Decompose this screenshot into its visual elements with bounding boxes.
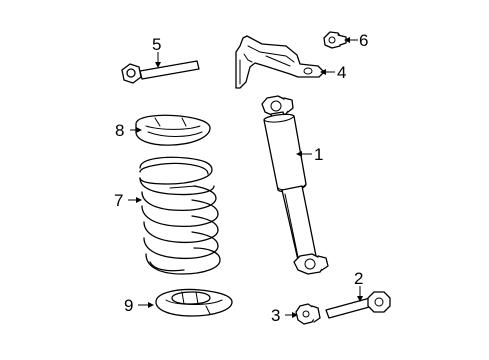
callout-9: 9 [124,296,133,315]
arrow-2 [357,296,363,302]
callout-4: 4 [337,63,346,82]
arrow-1 [296,151,302,157]
arrow-3 [292,312,298,318]
upper-bracket [235,35,325,89]
arrow-5 [155,62,161,68]
arrow-9 [148,302,154,308]
arrow-8 [136,127,142,133]
upper-bolt [121,60,200,84]
shock-absorber [261,95,329,275]
lower-bolt [325,291,391,319]
upper-nut [323,31,347,49]
callout-6: 6 [359,31,368,50]
arrow-7 [136,197,142,203]
callout-3: 3 [271,306,280,325]
callout-1: 1 [314,145,323,164]
callout-2: 2 [354,269,363,288]
callout-8: 8 [115,121,124,140]
arrow-6 [344,37,350,43]
callout-5: 5 [152,35,161,54]
nut [295,303,321,325]
leader-lines [128,37,363,318]
arrow-4 [320,69,326,75]
upper-insulator [135,114,211,146]
callout-7: 7 [114,191,123,210]
lower-insulator [155,288,233,317]
coil-spring [139,156,221,275]
